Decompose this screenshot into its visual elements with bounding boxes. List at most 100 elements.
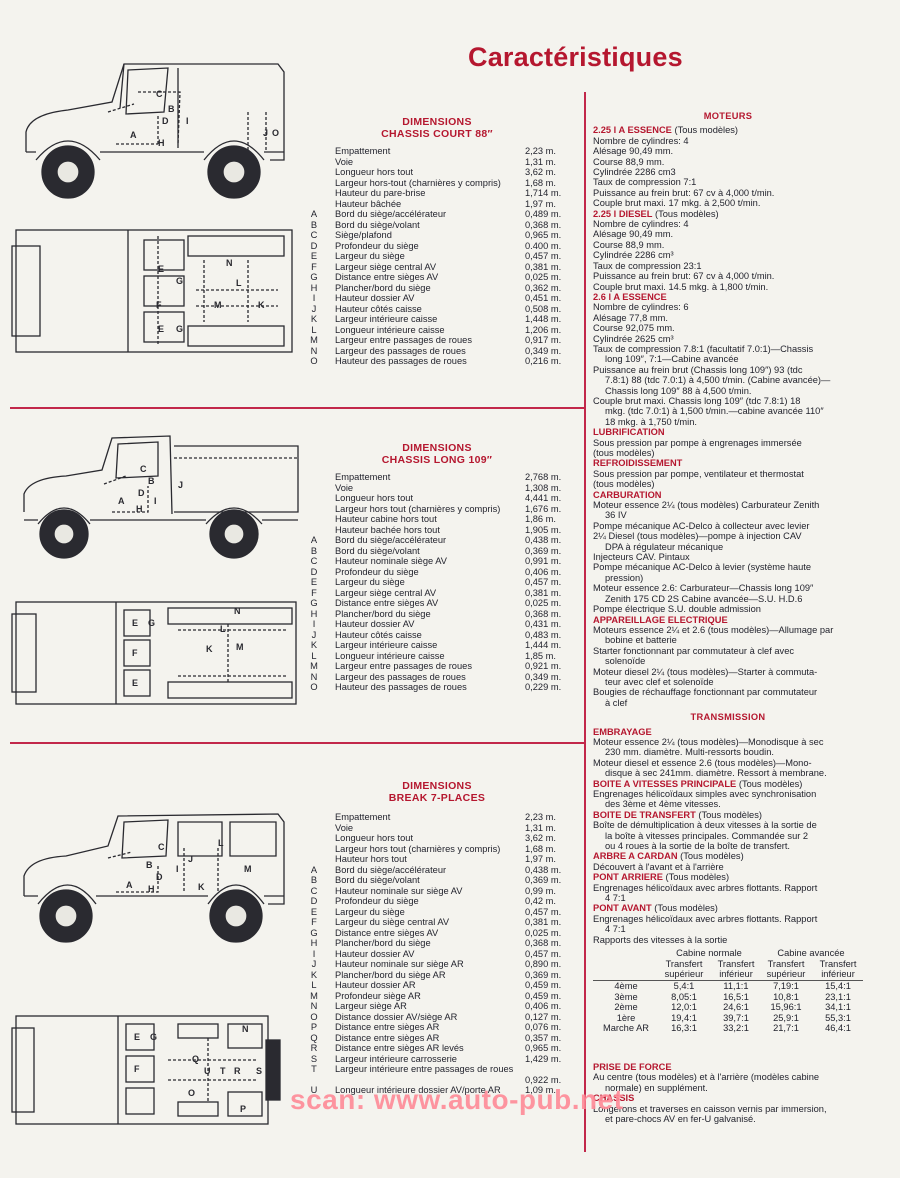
spec-letter: K — [310, 969, 318, 980]
spec-letter: E — [310, 577, 318, 587]
svg-text:E: E — [158, 264, 164, 274]
spec-label: Hauteur côtés caisse — [335, 303, 422, 314]
label-i: I — [186, 116, 189, 126]
gear-ratio: 39,7:1 — [723, 1012, 749, 1023]
spec-letter: R — [310, 1043, 318, 1053]
spec-row: Voie 1,31 m. — [308, 823, 583, 834]
label-h: H — [158, 138, 165, 148]
engine-spec-line: Course 92,075 mm. — [593, 323, 675, 334]
spec-value: 1,68 m. — [525, 177, 557, 188]
spec-label: Hauteur côtés caisse — [335, 629, 422, 640]
engine-spec-line: Taux de compression 7:1 — [593, 177, 697, 188]
break-side-diagram: C L J B D A H M I K — [23, 813, 285, 943]
spec-letter: G — [310, 927, 318, 938]
svg-text:H: H — [148, 884, 155, 894]
spec-letter: H — [310, 608, 318, 619]
spec-label: Bord du siège/accélérateur — [335, 864, 447, 875]
spec-label: Voie — [335, 822, 354, 833]
spec-letter: C — [310, 230, 318, 240]
svg-text:C: C — [140, 464, 147, 474]
spec-label: Hauteur bâchée — [335, 198, 402, 209]
spec-value: 0,457 m. — [525, 251, 562, 261]
label-b: B — [168, 104, 175, 114]
svg-text:L: L — [236, 278, 242, 288]
spec-value: 0,406 m. — [525, 566, 562, 577]
spec-value: 0,369 m. — [525, 969, 562, 980]
spec-letter: T — [311, 1064, 317, 1074]
spec-value: 0,216 m. — [525, 356, 562, 366]
spec-label: Distance entre sièges AR levés — [335, 1043, 464, 1053]
gear-ratio-table: Cabine normale Cabine avancée Transfert … — [593, 948, 863, 1034]
spec-letter: I — [312, 293, 316, 303]
spec-value: 1,09 m. — [525, 1085, 557, 1095]
spec-letter: G — [310, 598, 318, 608]
spec-label: Hauteur nominale siège AV — [335, 556, 447, 566]
spec-value: 0,406 m. — [525, 1001, 562, 1011]
spec-value: 1,31 m. — [525, 156, 557, 167]
spec-value: 0,459 m. — [525, 980, 562, 990]
spec-letter: D — [310, 566, 318, 577]
spec-value: 1,444 m. — [525, 640, 562, 650]
spec-label: Voie — [335, 482, 354, 493]
svg-text:J: J — [188, 854, 193, 864]
gear-ratio: 21,7:1 — [773, 1023, 799, 1033]
spec-value: 1,31 m. — [525, 822, 557, 833]
spec-letter: Q — [310, 1032, 318, 1043]
spec-value: 0,076 m. — [525, 1022, 562, 1032]
gear-ratio: 24,6:1 — [723, 1002, 749, 1012]
svg-text:G: G — [176, 276, 183, 286]
engine-spec-line: Nombre de cylindres: 4 — [593, 135, 689, 146]
spec-label: Siège/plafond — [335, 230, 392, 240]
spec-label: Longueur hors tout — [335, 493, 414, 503]
spec-label: Longueur hors tout — [335, 833, 414, 843]
spec-label: Profondeur du siège — [335, 240, 419, 251]
spec-label: Largeur du siège — [335, 906, 405, 917]
spec-value: 0,381 m. — [525, 587, 562, 598]
spec-value: 0,381 m. — [525, 917, 562, 927]
spec-label: Distance entre sièges AV — [335, 927, 439, 938]
spec-letter: L — [311, 980, 317, 990]
spec-value: 3,62 m. — [525, 167, 557, 177]
spec-label: Distance entre sièges AR — [335, 1022, 440, 1032]
spec-value: 0,457 m. — [525, 906, 562, 917]
spec-label: Largeur hors tout (charnières y compris) — [335, 503, 501, 514]
spec-letter: M — [310, 990, 318, 1001]
group-cabine-normale: Cabine normale — [676, 948, 742, 958]
spec-value: 0,457 m. — [525, 577, 562, 587]
spec-letter: L — [311, 324, 317, 335]
spec-label: Distance dossier AV/siège AR — [335, 1011, 458, 1022]
spec-label: Hauteur nominale sur siège AV — [335, 885, 463, 896]
spec-letter: J — [311, 959, 317, 969]
long-chassis-plan-diagram: N E G F E L K M — [11, 601, 297, 705]
svg-text:M: M — [214, 300, 222, 310]
gear-ratio: 10,8:1 — [773, 991, 799, 1002]
spec-label: Distance entre sièges AV — [335, 598, 439, 608]
spec-letter: A — [310, 535, 318, 545]
spec-value: 1,97 m. — [525, 198, 557, 209]
spec-label: Hauteur dossier AR — [335, 980, 416, 990]
spec-label: Profondeur du siège — [335, 896, 419, 906]
spec-label: Largeur du siège central AV — [335, 917, 450, 927]
svg-text:D: D — [138, 488, 145, 498]
spec-letter: H — [310, 938, 318, 948]
spec-value: 0,357 m. — [525, 1032, 562, 1043]
spec-label: Longueur intérieure caisse — [335, 650, 445, 661]
spec-label: Largeur entre passages de roues — [335, 661, 472, 671]
spec-letter: J — [311, 303, 317, 314]
moteurs-heading: MOTEURS — [703, 111, 753, 121]
